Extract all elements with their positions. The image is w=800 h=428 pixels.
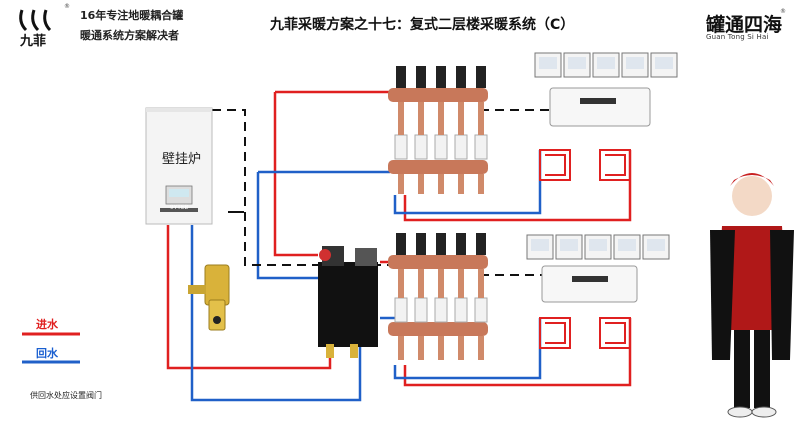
logo-text: 九菲 [14, 6, 74, 49]
registered-mark: ® [780, 8, 786, 15]
boiler-label: 壁挂炉 [162, 152, 202, 167]
floor-coil-icon [539, 149, 631, 349]
right-brand-pinyin: Guan Tong Si Hai [706, 33, 769, 41]
right-brand: 罐通四海 [706, 14, 783, 36]
brand-line1: 16年专注地暖耦合罐 [80, 9, 184, 22]
page-title: 九菲采暖方案之十七：复式二层楼采暖系统（C） [270, 17, 575, 33]
control-wires [212, 109, 550, 276]
legend-return-label: 回水 [36, 347, 58, 360]
registered-mark: ® [64, 3, 70, 10]
legend-supply-label: 进水 [36, 318, 58, 331]
boiler-icon [145, 107, 213, 225]
logo-icon [19, 9, 52, 32]
person-illustration-icon [710, 173, 794, 418]
manifold-icon [388, 233, 488, 360]
filter-valve-icon [188, 264, 230, 331]
brand-line2: 暖通系统方案解决者 [80, 29, 179, 42]
coupling-tank-icon [318, 246, 378, 358]
logo-text: 九菲 [20, 34, 47, 49]
valve-note: 供回水处应设置阀门 [30, 391, 102, 400]
manifold-icon [388, 66, 488, 194]
boiler-badge: 9YTEB [170, 204, 189, 211]
controller-box-icon [541, 87, 651, 303]
